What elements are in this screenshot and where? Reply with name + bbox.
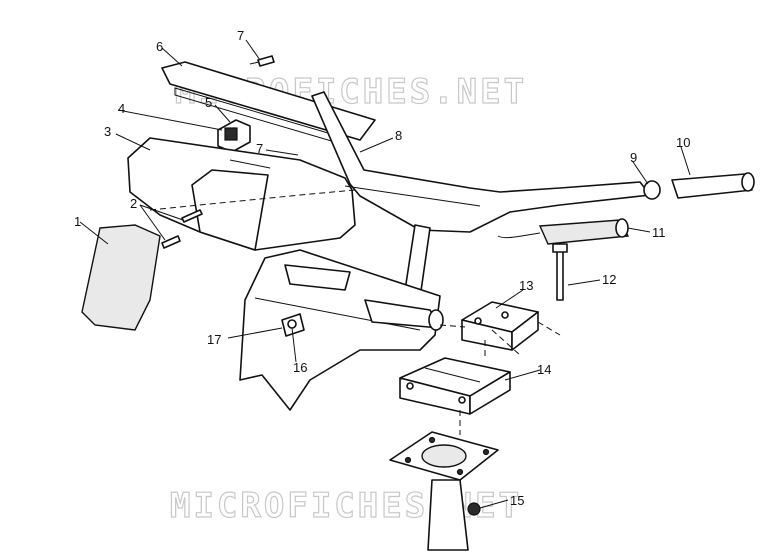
base-plate <box>389 431 499 481</box>
callout-14: 14 <box>537 362 551 377</box>
callout-3: 3 <box>104 124 111 139</box>
leader-lines <box>79 39 691 509</box>
callout-6: 6 <box>156 39 163 54</box>
part-16-bolt <box>281 313 305 337</box>
part-14-lower-clamp <box>399 357 511 415</box>
assembly-lines <box>439 321 561 435</box>
part-1-pad <box>81 224 161 331</box>
part-12-bolt <box>552 243 568 301</box>
lower-column <box>427 479 469 551</box>
part-7-screw-top <box>249 55 275 67</box>
callout-9: 9 <box>630 150 637 165</box>
callout-12: 12 <box>602 272 616 287</box>
callout-labels: 1 2 3 4 5 6 7 7 8 9 10 11 12 13 14 15 16… <box>74 28 690 508</box>
part-2-screws <box>161 209 203 249</box>
part-15-nut <box>467 502 481 516</box>
callout-15: 15 <box>510 493 524 508</box>
callout-16: 16 <box>293 360 307 375</box>
callout-8: 8 <box>395 128 402 143</box>
callout-11: 11 <box>652 225 666 240</box>
steering-shaft <box>364 299 444 331</box>
callout-13: 13 <box>519 278 533 293</box>
callout-4: 4 <box>118 101 125 116</box>
part-11-heated-grip <box>497 218 630 245</box>
part-10-grip <box>671 172 755 199</box>
callout-17: 17 <box>207 332 221 347</box>
part-9-end-plug <box>643 180 661 200</box>
callout-5: 5 <box>205 95 212 110</box>
callout-7-top: 7 <box>237 28 244 43</box>
callout-10: 10 <box>676 135 690 150</box>
part-13-upper-clamp <box>461 301 539 351</box>
hood-body <box>239 249 441 411</box>
part-4-5-switch <box>217 119 251 153</box>
callout-2: 2 <box>130 196 137 211</box>
callout-1: 1 <box>74 214 81 229</box>
callout-7-mid: 7 <box>256 141 263 156</box>
part-3-pod-housing <box>127 137 356 251</box>
